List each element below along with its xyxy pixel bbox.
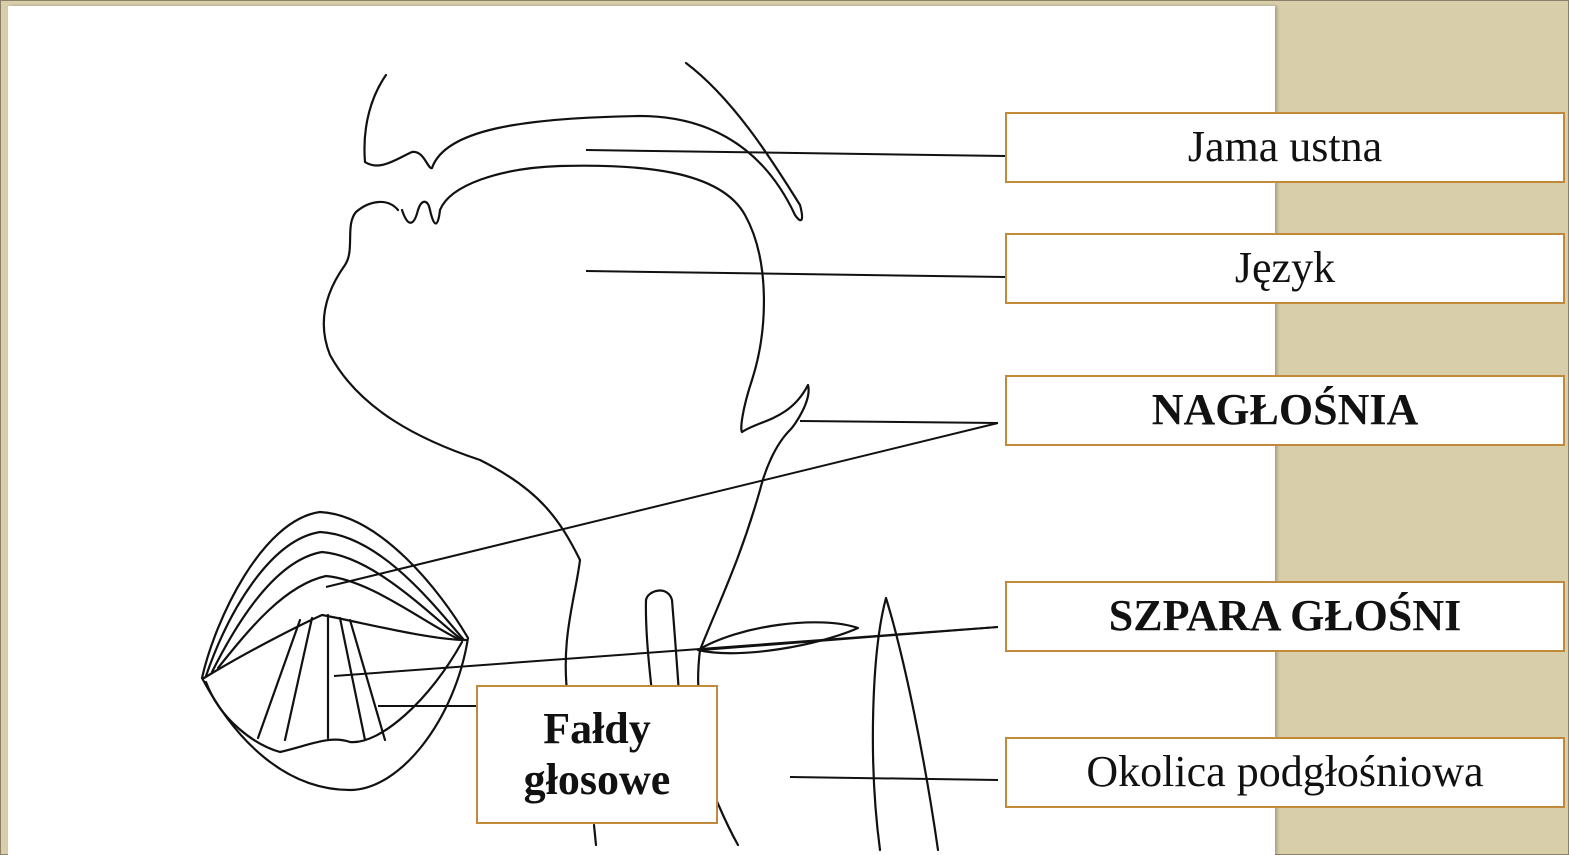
label-naglosnia: NAGŁOŚNIA	[1005, 375, 1565, 446]
leader-naglosnia-a	[800, 421, 998, 423]
label-jama-ustna: Jama ustna	[1005, 112, 1565, 183]
label-faldy-glosowe: Fałdy głosowe	[476, 685, 718, 824]
leader-naglosnia-b	[326, 423, 998, 587]
label-faldy-line2: głosowe	[524, 755, 671, 806]
leader-szpara-b	[334, 627, 998, 676]
label-jezyk: Język	[1005, 233, 1565, 304]
teeth-outline	[402, 166, 764, 432]
leader-jama-ustna	[586, 150, 1005, 156]
glottis-ring-3	[212, 552, 462, 672]
vocal-fold-striae	[258, 615, 385, 740]
glottis-lower-lip	[206, 642, 462, 752]
upper-lip-outline	[364, 63, 802, 220]
glottis-ring-4	[218, 576, 460, 668]
leader-jezyk	[586, 271, 1005, 277]
label-szpara-glosni: SZPARA GŁOŚNI	[1005, 581, 1565, 652]
throat-lower-line-2	[594, 825, 596, 845]
leader-okolica	[790, 777, 998, 780]
label-okolica-podglosniowa: Okolica podgłośniowa	[1005, 737, 1565, 808]
label-faldy-line1: Fałdy	[543, 704, 651, 755]
